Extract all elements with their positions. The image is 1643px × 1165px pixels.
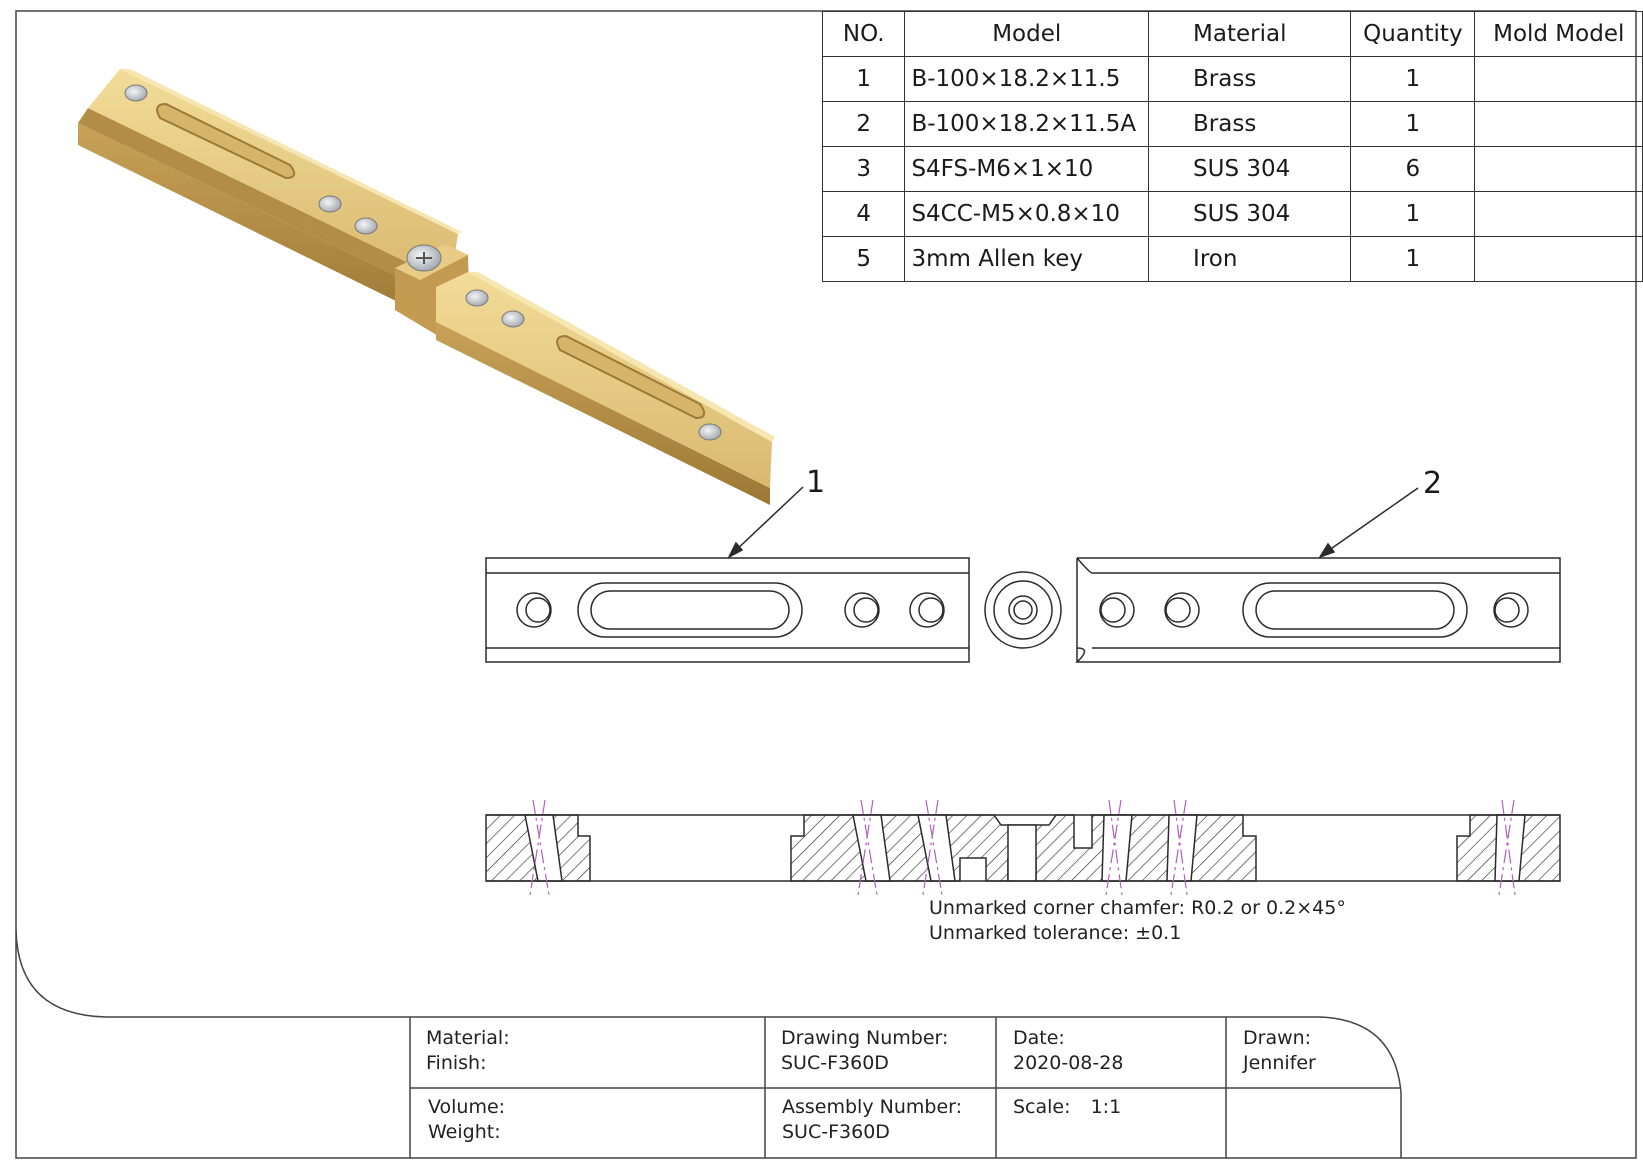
bom-cell-mold-model [1474, 236, 1643, 282]
drawing-number-label: Drawing Number: [781, 1027, 949, 1049]
bom-cell-model: S4FS-M6×1×10 [904, 146, 1150, 192]
date-value: 2020-08-28 [1013, 1052, 1124, 1074]
title-block-drawing-number: Drawing Number: SUC-F360D [781, 1026, 948, 1076]
bom-cell-material: Brass [1148, 101, 1352, 147]
isometric-assembly-render [78, 69, 775, 505]
bom-cell-material: Iron [1148, 236, 1352, 282]
bom-header-no: NO. [821, 11, 906, 57]
plan-view [485, 557, 1561, 663]
bom-cell-no: 1 [821, 56, 906, 102]
bom-cell-quantity: 1 [1350, 56, 1476, 102]
table-row: 4 S4CC-M5×0.8×10 SUS 304 1 [821, 191, 1643, 237]
bill-of-materials-table: NO. Model Material Quantity Mold Model 1… [821, 11, 1643, 282]
title-block-assembly-number: Assembly Number: SUC-F360D [782, 1095, 962, 1145]
bom-header-quantity: Quantity [1350, 11, 1476, 57]
bom-cell-quantity: 1 [1350, 101, 1476, 147]
bom-cell-quantity: 1 [1350, 236, 1476, 282]
finish-label: Finish: [426, 1052, 487, 1074]
weight-label: Weight: [428, 1121, 501, 1143]
volume-label: Volume: [428, 1096, 506, 1118]
bom-cell-model: B-100×18.2×11.5A [904, 101, 1150, 147]
bom-cell-quantity: 1 [1350, 191, 1476, 237]
bom-cell-mold-model [1474, 191, 1643, 237]
bom-cell-no: 4 [821, 191, 906, 237]
title-block-outline [15, 929, 1402, 1158]
bom-cell-quantity: 6 [1350, 146, 1476, 192]
date-label: Date: [1013, 1027, 1065, 1049]
bom-cell-model: B-100×18.2×11.5 [904, 56, 1150, 102]
bom-cell-mold-model [1474, 146, 1643, 192]
bom-cell-model: 3mm Allen key [904, 236, 1150, 282]
callout-leaders [727, 486, 1419, 559]
table-row: 1 B-100×18.2×11.5 Brass 1 [821, 56, 1643, 102]
table-row: 3 S4FS-M6×1×10 SUS 304 6 [821, 146, 1643, 192]
bom-cell-material: SUS 304 [1148, 191, 1352, 237]
assembly-number-value: SUC-F360D [782, 1121, 890, 1143]
scale-label: Scale: [1013, 1096, 1071, 1118]
bom-cell-no: 5 [821, 236, 906, 282]
title-block-drawn: Drawn: Jennifer [1243, 1026, 1316, 1076]
note-chamfer: Unmarked corner chamfer: R0.2 or 0.2×45° [929, 897, 1346, 919]
drawing-number-value: SUC-F360D [781, 1052, 889, 1074]
bom-cell-no: 3 [821, 146, 906, 192]
title-block-volume: Volume: Weight: [428, 1095, 505, 1145]
bom-cell-mold-model [1474, 101, 1643, 147]
bom-header-material: Material [1148, 11, 1352, 57]
bom-cell-model: S4CC-M5×0.8×10 [904, 191, 1150, 237]
bom-header-row: NO. Model Material Quantity Mold Model [821, 11, 1643, 57]
callout-part-2: 2 [1423, 466, 1443, 501]
title-block-date: Date: 2020-08-28 [1013, 1026, 1123, 1076]
assembly-number-label: Assembly Number: [782, 1096, 963, 1118]
callout-part-1: 1 [806, 465, 826, 500]
material-label: Material: [426, 1027, 510, 1049]
bom-cell-no: 2 [821, 101, 906, 147]
table-row: 5 3mm Allen key Iron 1 [821, 236, 1643, 282]
bom-header-model: Model [904, 11, 1150, 57]
title-block-material: Material: Finish: [426, 1026, 510, 1076]
note-tolerance: Unmarked tolerance: ±0.1 [929, 922, 1182, 944]
drawn-value: Jennifer [1243, 1052, 1316, 1074]
bom-cell-mold-model [1474, 56, 1643, 102]
title-block-grid [409, 1017, 1401, 1158]
scale-value: 1:1 [1090, 1096, 1122, 1118]
bom-cell-material: Brass [1148, 56, 1352, 102]
table-row: 2 B-100×18.2×11.5A Brass 1 [821, 101, 1643, 147]
title-block-scale: Scale: 1:1 [1013, 1095, 1121, 1120]
section-view [485, 799, 1561, 896]
bom-cell-material: SUS 304 [1148, 146, 1352, 192]
drawn-label: Drawn: [1243, 1027, 1312, 1049]
bom-header-mold-model: Mold Model [1474, 11, 1643, 57]
